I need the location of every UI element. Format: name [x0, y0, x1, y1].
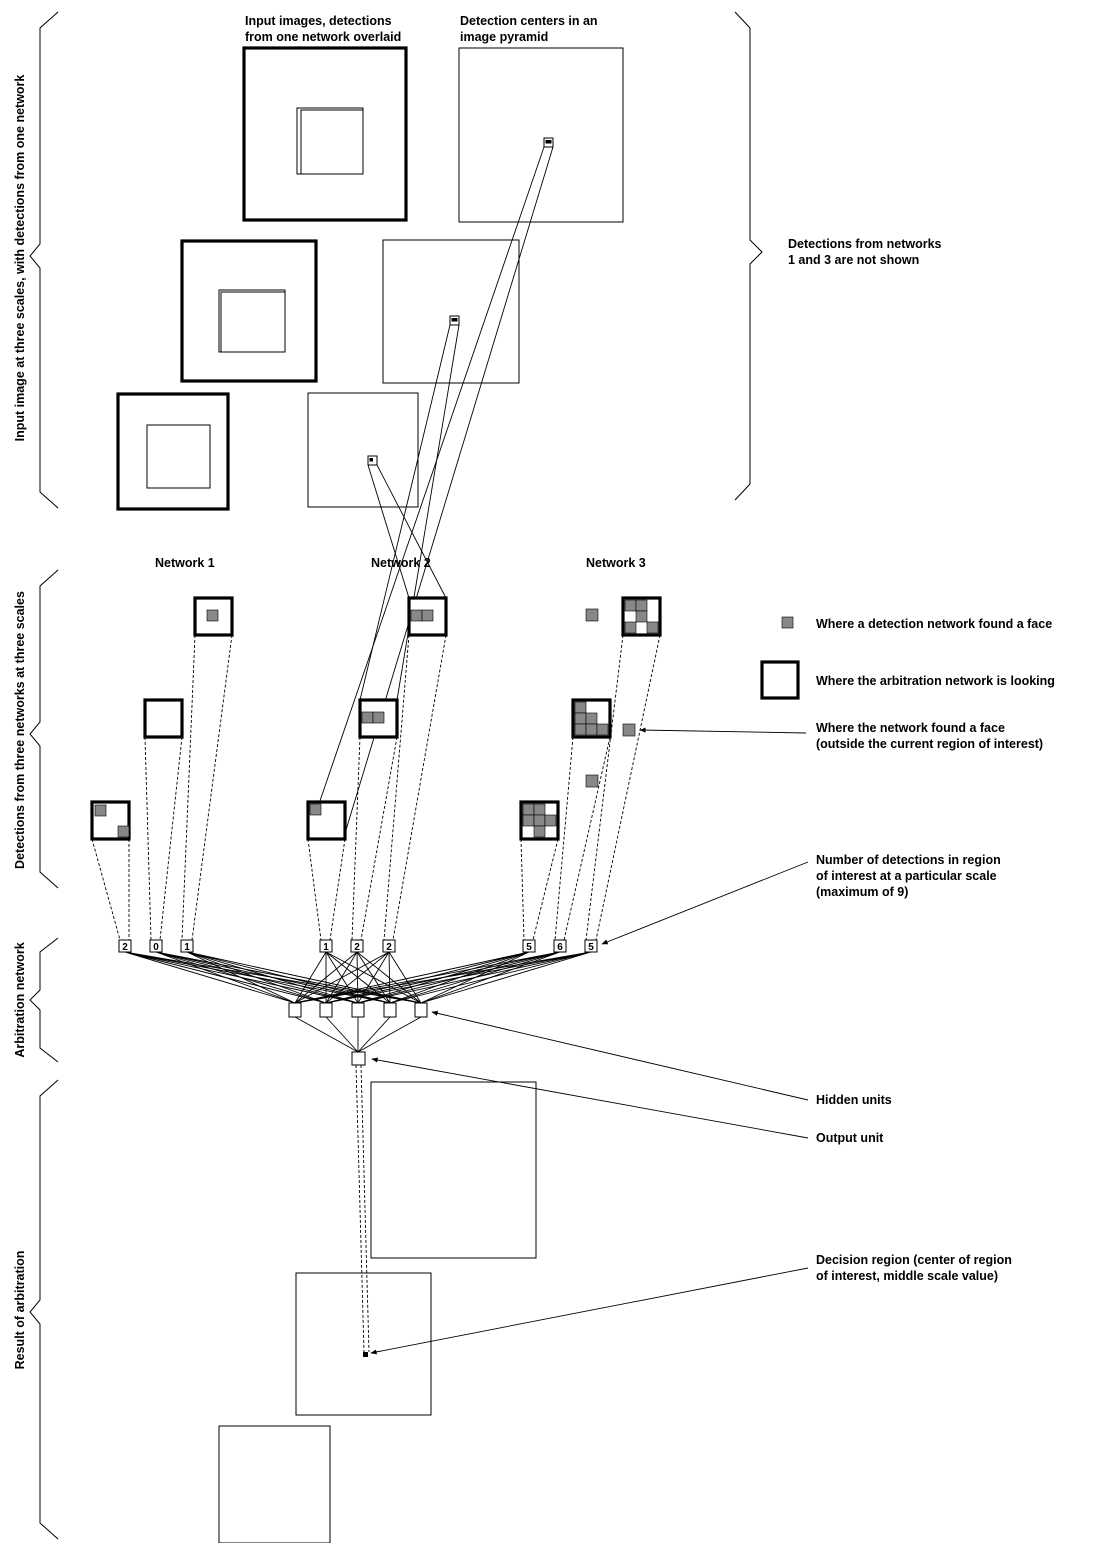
net2-roi-large — [407, 596, 448, 637]
annotation-decision-line2: of interest, middle scale value) — [816, 1269, 998, 1283]
net1-roi-large — [193, 596, 234, 637]
legend-detection-swatch — [781, 616, 794, 629]
network-1-label: Network 1 — [155, 556, 215, 570]
svg-text:1: 1 — [323, 942, 329, 953]
annotation-outside-line1: Where the network found a face — [816, 721, 1005, 735]
input-unit: 0 — [149, 939, 163, 953]
pyramid-square-medium — [382, 239, 520, 384]
network-2-label: Network 2 — [371, 556, 431, 570]
annotation-output: Output unit — [816, 1131, 884, 1145]
input-unit: 1 — [319, 939, 333, 953]
svg-text:2: 2 — [122, 942, 128, 953]
brace-right — [734, 11, 763, 501]
link-pyramid-small-right — [376, 464, 447, 599]
header-col2-line1: Detection centers in an — [460, 14, 598, 28]
link-pyramid-small-left — [367, 464, 410, 599]
net3-outside-detection-mid — [585, 774, 599, 788]
hidden-units — [288, 1002, 428, 1018]
svg-text:6: 6 — [557, 942, 563, 953]
pyramid-center-large — [543, 137, 554, 148]
arrow-decision — [370, 1267, 809, 1355]
output-unit — [351, 1051, 366, 1066]
annotation-count-line3: (maximum of 9) — [816, 885, 908, 899]
svg-text:5: 5 — [526, 942, 532, 953]
side-label-input: Input image at three scales, with detect… — [13, 75, 27, 442]
legend-arbitration-label: Where the arbitration network is looking — [816, 674, 1055, 688]
link-pyramid-medium-right — [396, 324, 460, 701]
pyramid-square-small — [307, 392, 419, 508]
result-square-small — [218, 1425, 331, 1543]
legend-detection-label: Where a detection network found a face — [816, 617, 1052, 631]
net3-roi-large — [621, 596, 662, 637]
result-square-large — [370, 1081, 537, 1259]
result-link-left — [355, 1064, 365, 1353]
header-col1-line1: Input images, detections — [245, 14, 392, 28]
net1-roi-small — [90, 800, 131, 841]
input-unit: 5 — [584, 939, 598, 953]
input-unit: 2 — [382, 939, 396, 953]
note-not-shown-line2: 1 and 3 are not shown — [788, 253, 919, 267]
hidden-unit — [383, 1002, 397, 1018]
annotation-hidden: Hidden units — [816, 1093, 892, 1107]
input-unit: 2 — [350, 939, 364, 953]
link-pyramid-medium-left — [359, 324, 451, 701]
input-unit: 2 — [118, 939, 132, 953]
svg-text:0: 0 — [153, 942, 159, 953]
brace-detections: Detections from three networks at three … — [13, 569, 59, 889]
input-unit: 5 — [522, 939, 536, 953]
brace-arbitration: Arbitration network — [13, 937, 59, 1063]
svg-text:1: 1 — [184, 942, 190, 953]
svg-text:2: 2 — [386, 942, 392, 953]
brace-input: Input image at three scales, with detect… — [13, 11, 59, 509]
input-unit: 6 — [553, 939, 567, 953]
input-units: 2 0 1 1 2 2 5 6 5 — [118, 939, 598, 953]
net3-roi-small — [519, 800, 560, 841]
side-label-result: Result of arbitration — [13, 1251, 27, 1370]
header-col2-line2: image pyramid — [460, 30, 548, 44]
side-label-arbitration: Arbitration network — [13, 942, 27, 1057]
net1-roi-medium — [143, 698, 184, 739]
result-link-right — [360, 1064, 370, 1353]
arrow-output — [371, 1057, 809, 1139]
annotation-count-line2: of interest at a particular scale — [816, 869, 997, 883]
hidden-unit — [319, 1002, 333, 1018]
pyramid-center-small — [367, 455, 378, 466]
dashed-links-roi — [91, 634, 661, 941]
side-label-detections: Detections from three networks at three … — [13, 591, 27, 869]
pyramid-square-large — [458, 47, 624, 223]
annotation-count-line1: Number of detections in region — [816, 853, 1001, 867]
net3-outside-detection-right — [622, 723, 636, 737]
arrow-hidden — [431, 1010, 809, 1101]
hidden-unit — [288, 1002, 302, 1018]
svg-text:2: 2 — [354, 942, 360, 953]
result-square-medium — [295, 1272, 432, 1416]
pyramid-center-medium — [449, 315, 460, 326]
link-pyramid-large-left — [309, 146, 545, 831]
hidden-unit — [351, 1002, 365, 1018]
header-col1-line2: from one network overlaid — [245, 30, 401, 44]
net2-roi-medium — [358, 698, 399, 739]
net3-roi-medium — [571, 698, 612, 739]
brace-result: Result of arbitration — [13, 1079, 59, 1540]
note-not-shown-line1: Detections from networks — [788, 237, 942, 251]
face-image-small — [116, 392, 230, 511]
annotation-decision-line1: Decision region (center of region — [816, 1253, 1012, 1267]
input-unit: 1 — [180, 939, 194, 953]
net3-outside-detection-top — [585, 608, 599, 622]
face-image-large — [242, 46, 408, 222]
annotation-outside-line2: (outside the current region of interest) — [816, 737, 1043, 751]
face-image-medium — [180, 239, 318, 383]
arrow-outside — [639, 727, 807, 734]
network-connections — [124, 951, 592, 1053]
decision-region-marker — [363, 1352, 368, 1357]
net2-roi-small — [306, 800, 347, 841]
svg-text:5: 5 — [588, 942, 594, 953]
arrow-count — [601, 861, 809, 945]
network-3-label: Network 3 — [586, 556, 646, 570]
hidden-unit — [414, 1002, 428, 1018]
legend-arbitration-swatch — [760, 660, 800, 700]
